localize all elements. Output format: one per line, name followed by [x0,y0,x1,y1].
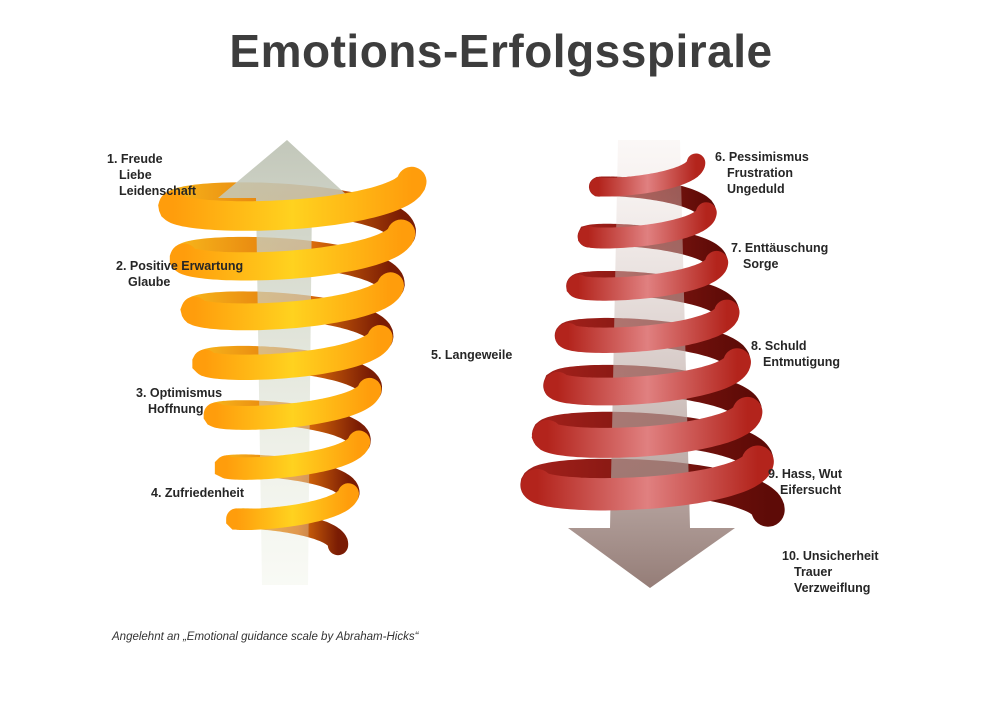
emotion-label-5: 5. Langeweile [431,348,513,362]
downward-spiral [520,140,785,588]
up-spiral-front-strand-0 [158,166,427,231]
emotion-label-8: 8. Schuld Entmutigung [751,339,841,369]
upward-spiral [158,140,427,585]
emotion-label-6: 6. Pessimismus Frustration Ungeduld [715,150,809,196]
emotion-label-10: 10. Unsicherheit Trauer Verzweiflung [782,549,879,595]
up-spiral-front-strand-2 [169,219,416,281]
down-spiral-front-strand-10 [531,396,763,458]
down-spiral-front-strand-0 [589,153,706,197]
up-spiral-front-strand-8 [203,377,382,430]
down-spiral-front-strand-6 [555,299,740,353]
downward-spiral-front-strands [520,153,774,511]
down-spiral-front-strand-8 [543,348,751,406]
emotion-label-1: 1. Freude Liebe Leidenschaft [107,152,197,198]
emotion-label-7: 7. Enttäuschung Sorge [731,241,829,271]
down-spiral-front-strand-4 [566,250,729,301]
upward-spiral-front-strands [158,166,427,531]
up-spiral-front-strand-12 [226,483,359,531]
page-title: Emotions-Erfolgsspirale [229,25,773,77]
source-footnote: Angelehnt an „Emotional guidance scale b… [112,631,419,643]
arrow-down-icon [568,140,735,588]
up-spiral-front-strand-4 [180,272,404,331]
up-spiral-front-strand-10 [214,430,371,480]
emotion-label-9: 9. Hass, Wut Eifersucht [768,467,843,497]
down-spiral-front-strand-2 [578,202,717,249]
up-spiral-front-strand-6 [192,325,393,380]
emotion-label-2: 2. Positive Erwartung Glaube [116,259,244,289]
down-spiral-front-strand-12 [520,445,774,511]
emotion-label-3: 3. Optimismus Hoffnung [136,386,223,416]
emotion-label-4: 4. Zufriedenheit [151,486,245,500]
